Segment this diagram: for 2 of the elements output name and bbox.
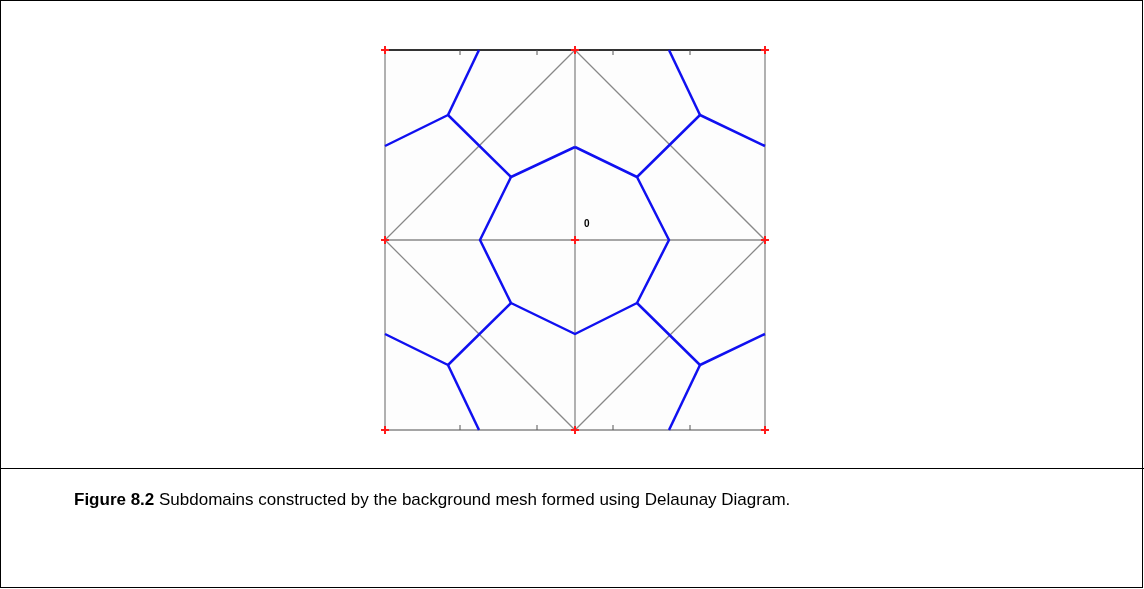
point-label: 0 [584, 219, 590, 229]
figure-caption: Figure 8.2 Subdomains constructed by the background mesh formed using Delaunay Diagram. [74, 489, 792, 511]
